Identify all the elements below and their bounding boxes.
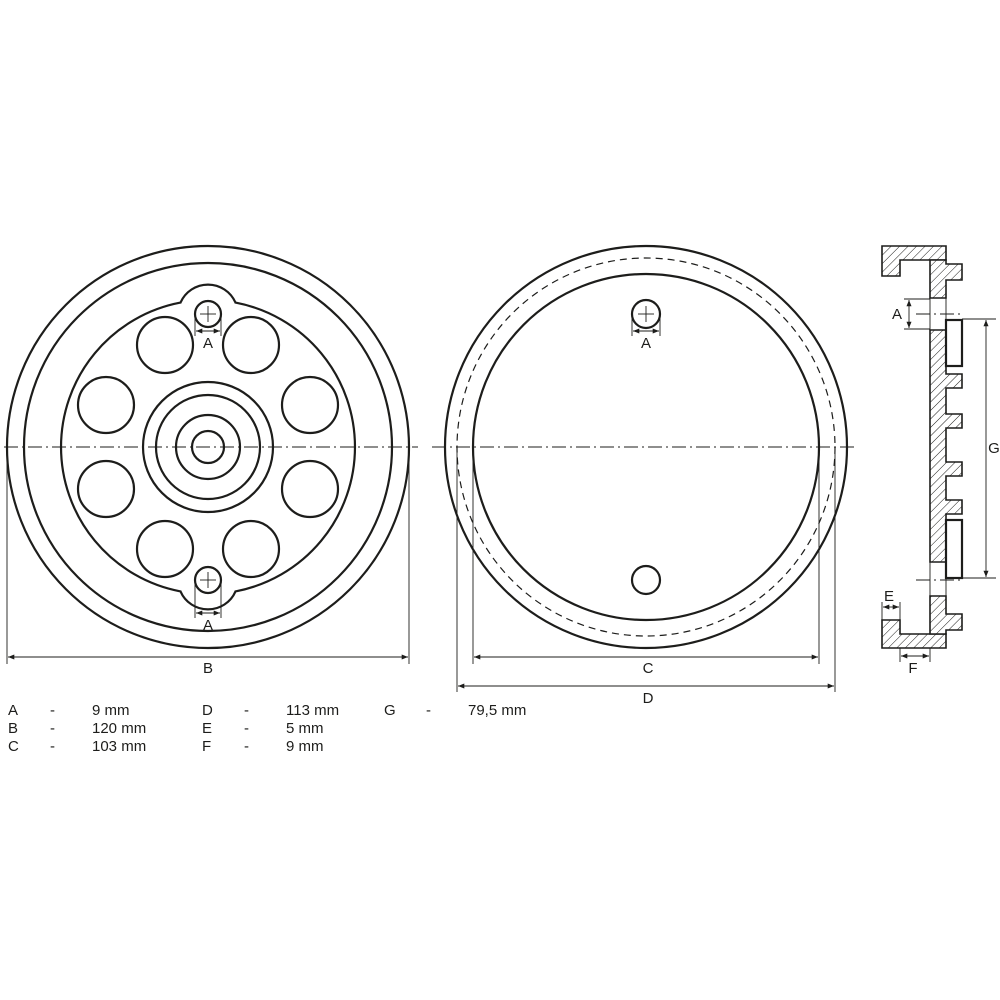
section-web — [929, 329, 963, 563]
legend-key: B — [8, 720, 19, 737]
pocket — [76, 459, 136, 519]
hub-ring — [174, 413, 242, 481]
legend-value: 79,5 mm — [468, 702, 527, 719]
pocket — [280, 459, 340, 519]
dim-label-d: D — [643, 690, 654, 707]
dim-label-g: G — [988, 440, 1000, 457]
legend-key: A — [8, 702, 19, 719]
legend-separator: - — [244, 720, 249, 737]
section-bottom-lip — [929, 595, 963, 635]
pocket — [135, 519, 195, 579]
section-top-lip — [929, 259, 963, 299]
mounting-hole-bottom — [630, 564, 662, 596]
section-view: A G E F — [881, 245, 1000, 677]
outer-rim — [443, 244, 849, 650]
pocket — [280, 375, 340, 435]
section-top-flange — [881, 245, 947, 277]
centre-hole — [190, 429, 226, 465]
legend-key: G — [384, 702, 396, 719]
pocket — [135, 315, 195, 375]
legend-key: D — [202, 702, 213, 719]
hub-ring — [154, 393, 262, 501]
legend-value: 9 mm — [92, 702, 130, 719]
dim-label-a: A — [892, 306, 902, 323]
legend-separator: - — [244, 738, 249, 755]
legend-key: C — [8, 738, 19, 755]
legend-separator: - — [50, 720, 55, 737]
dim-label-e: E — [884, 588, 894, 605]
hub-ring — [141, 380, 275, 514]
legend-separator: - — [426, 702, 431, 719]
legend-value: 120 mm — [92, 720, 147, 737]
legend-value: 103 mm — [92, 738, 147, 755]
section-pad — [944, 518, 964, 580]
pocket — [221, 315, 281, 375]
legend-value: 9 mm — [286, 738, 324, 755]
section-pad — [944, 318, 964, 368]
inner-rim — [22, 261, 394, 633]
legend-key: E — [202, 720, 213, 737]
pocket — [221, 519, 281, 579]
top-view: A A B — [4, 244, 418, 677]
dim-label-b: B — [203, 660, 213, 677]
legend-separator: - — [50, 702, 55, 719]
dim-label-a: A — [203, 335, 213, 352]
dim-label-a: A — [641, 335, 651, 352]
recess-outline — [60, 283, 356, 611]
dim-label-c: C — [643, 660, 654, 677]
legend-separator: - — [244, 702, 249, 719]
legend-value: 5 mm — [286, 720, 324, 737]
dim-label-a: A — [203, 617, 213, 634]
bottom-view: A C D — [432, 244, 858, 707]
inner-face — [471, 272, 821, 622]
pocket — [76, 375, 136, 435]
legend-separator: - — [50, 738, 55, 755]
legend-value: 113 mm — [286, 702, 340, 719]
dim-label-f: F — [908, 660, 917, 677]
legend-key: F — [202, 738, 212, 755]
